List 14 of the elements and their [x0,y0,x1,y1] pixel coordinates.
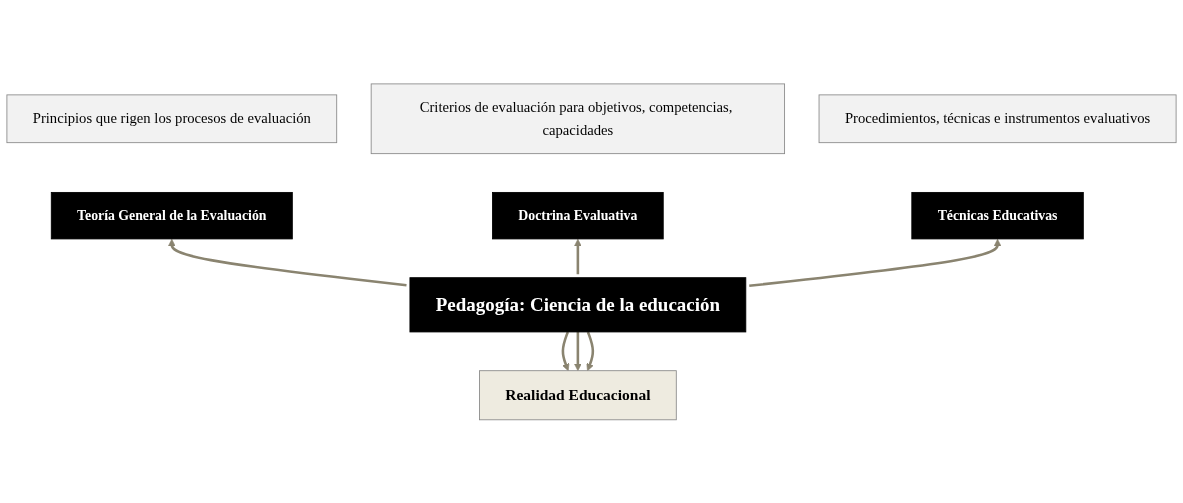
node-box: Procedimientos, técnicas e instrumentos evaluativos [818,94,1177,143]
node-box: Principios que rigen los procesos de evaluación [6,94,338,143]
arrow [561,331,570,371]
arrow [749,238,1002,287]
node-box: Teoría General de la Evaluación [50,191,293,239]
arrow [586,331,595,371]
node-box: Pedagogía: Ciencia de la educación [409,276,747,333]
arrow [168,238,407,287]
node-box: Técnicas Educativas [911,191,1084,239]
node-box: Criterios de evaluación para objetivos, competencias, capacidades [370,83,785,154]
node-box: Realidad Educacional [479,369,677,420]
node-box: Doctrina Evaluativa [492,191,664,239]
arrow [574,331,582,371]
arrow [574,238,582,274]
